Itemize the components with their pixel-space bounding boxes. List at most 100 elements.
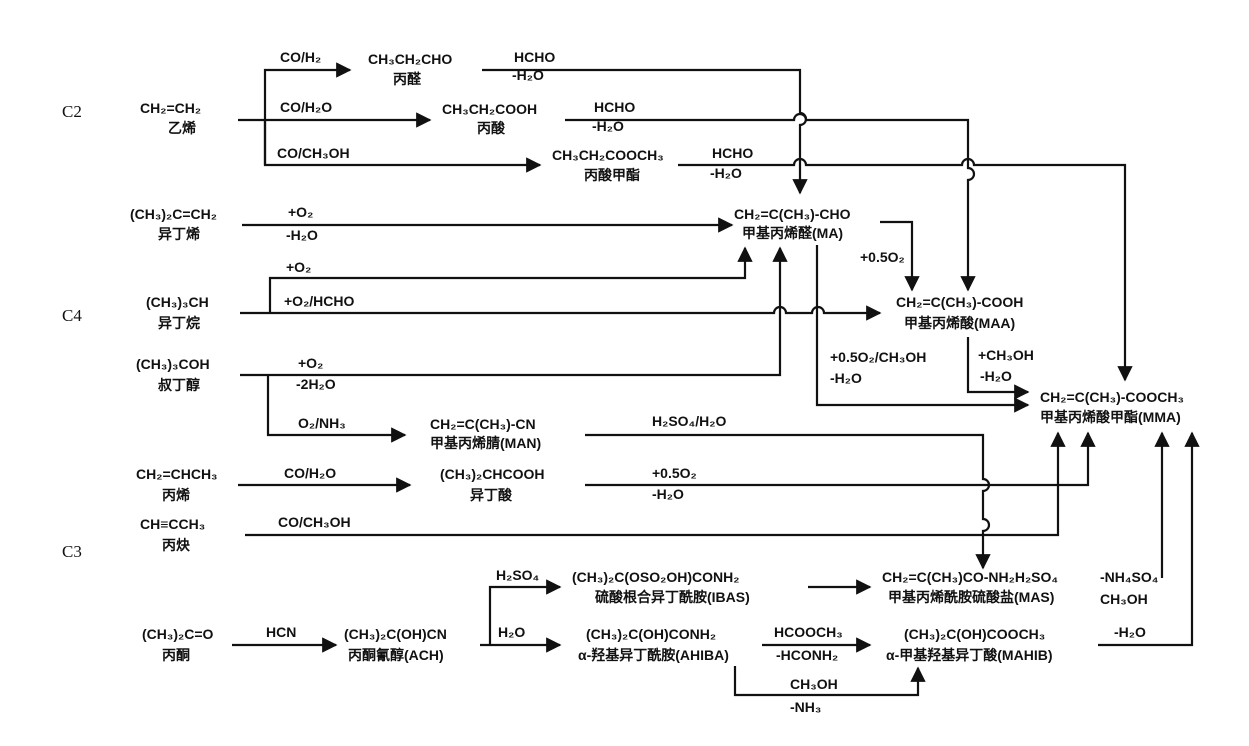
compound-name: 异丁烷 <box>158 315 200 331</box>
compound-propyne: CH≡CCH₃ 丙炔 <box>140 516 205 553</box>
arrows <box>232 62 1200 697</box>
compound-isobutylene: (CH₃)₂C=CH₂ 异丁烯 <box>130 206 217 242</box>
compound-propanal: CH₃CH₂CHO 丙醛 <box>368 51 452 87</box>
compound-formula: CH₂=C(CH₃)-CHO <box>734 206 851 222</box>
condition-label: CO/CH₃OH <box>278 514 351 530</box>
condition-label: +0.5O₂ <box>652 465 697 481</box>
condition-label: CO/H₂ <box>280 49 321 65</box>
arrow-propyne-to-mma <box>245 431 1066 537</box>
compound-name: α-羟基异丁酰胺(AHIBA) <box>578 647 729 663</box>
compound-name: 丙酮 <box>162 647 190 663</box>
arrow-tbutanol-to-man <box>266 375 407 443</box>
condition-label: +O₂/HCHO <box>284 293 355 309</box>
compound-name: 丙酮氰醇(ACH) <box>348 647 444 663</box>
condition-label: CO/CH₃OH <box>277 145 350 161</box>
compound-formula: (CH₃)₂C=CH₂ <box>130 206 217 222</box>
condition-label: +O₂ <box>286 259 311 275</box>
compound-name: 丙酸 <box>477 120 506 136</box>
condition-label: -H₂O <box>286 227 318 243</box>
compound-mma: CH₂=C(CH₃)-COOCH₃ 甲基丙烯酸甲酯(MMA) <box>1040 389 1184 425</box>
group-label-c2: C2 <box>62 102 82 121</box>
condition-label: HCN <box>266 624 296 640</box>
compound-formula: CH₂=CH₂ <box>140 100 201 116</box>
compound-formula: (CH₃)₃COH <box>136 356 210 372</box>
compound-formula: (CH₃)₂C(OSO₂OH)CONH₂ <box>572 569 739 585</box>
compound-isobutane: (CH₃)₃CH 异丁烷 <box>146 294 209 331</box>
condition-label: -NH₄SO₄ <box>1100 569 1158 585</box>
condition-label: -2H₂O <box>296 376 336 392</box>
compound-formula: (CH₃)₂C(OH)CN <box>344 626 447 642</box>
arrow-maa-to-mma <box>966 337 1030 400</box>
compound-formula: CH₂=C(CH₃)-COOH <box>896 294 1023 310</box>
condition-label: +0.5O₂/CH₃OH <box>830 349 926 365</box>
compound-name: 丙烯 <box>162 487 190 503</box>
compound-formula: CH₂=C(CH₃)-COOCH₃ <box>1040 389 1184 405</box>
arrow-methylpropionate-to-mma <box>678 157 1133 382</box>
compound-formula: CH₂=CHCH₃ <box>136 466 218 482</box>
arrow-ethylene-to-methylpropionate <box>263 120 542 173</box>
arrow-isobutane-to-ma <box>268 246 753 313</box>
arrow-isobutane-to-maa <box>240 305 882 321</box>
compound-formula: CH₃CH₂CHO <box>368 51 452 67</box>
compound-name: 乙烯 <box>168 120 196 136</box>
condition-label: HCOOCH₃ <box>774 624 843 640</box>
condition-label: HCHO <box>712 145 753 161</box>
condition-label: -HCONH₂ <box>776 647 838 663</box>
compound-name: 叔丁醇 <box>158 377 200 393</box>
arrow-ach-to-ibas <box>488 579 562 645</box>
compound-name: 甲基丙烯酰胺硫酸盐(MAS) <box>888 589 1054 605</box>
condition-label: HCHO <box>594 99 635 115</box>
arrow-propionic-to-maa <box>565 112 976 292</box>
condition-label: HCHO <box>514 49 555 65</box>
compound-name: α-甲基羟基异丁酸(MAHIB) <box>886 647 1052 663</box>
compound-maa: CH₂=C(CH₃)-COOH 甲基丙烯酸(MAA) <box>896 294 1023 331</box>
compound-formula: (CH₃)₃CH <box>146 294 209 310</box>
condition-label: CH₃OH <box>1100 591 1148 607</box>
compound-name: 甲基丙烯醛(MA) <box>742 225 843 241</box>
compound-man: CH₂=C(CH₃)-CN 甲基丙烯腈(MAN) <box>430 416 541 451</box>
arrow-isobutyric-to-mma <box>585 431 1096 487</box>
compound-acetone: (CH₃)₂C=O 丙酮 <box>142 626 214 663</box>
compound-formula: (CH₃)₂CHCOOH <box>440 466 544 482</box>
compound-ach: (CH₃)₂C(OH)CN 丙酮氰醇(ACH) <box>344 626 447 663</box>
compound-formula: (CH₃)₂C=O <box>142 626 214 642</box>
arrow-man-to-mas <box>585 433 991 570</box>
condition-label: CO/H₂O <box>284 465 336 481</box>
condition-label: -H₂O <box>980 368 1012 384</box>
compound-name: 甲基丙烯酸(MAA) <box>904 315 1015 331</box>
condition-label: +O₂ <box>298 355 323 371</box>
condition-label: H₂SO₄/H₂O <box>652 413 726 429</box>
condition-label: -H₂O <box>652 486 684 502</box>
compound-mahib: (CH₃)₂C(OH)COOCH₃ α-甲基羟基异丁酸(MAHIB) <box>886 626 1052 663</box>
condition-label: +O₂ <box>288 204 313 220</box>
compound-tbutanol: (CH₃)₃COH 叔丁醇 <box>136 356 210 393</box>
compound-name: 丙酸甲酯 <box>584 167 640 183</box>
compound-ethylene: CH₂=CH₂ 乙烯 <box>140 100 201 136</box>
compound-name: 异丁酸 <box>470 487 513 503</box>
compound-formula: (CH₃)₂C(OH)COOCH₃ <box>904 626 1045 642</box>
arrow-tbutanol-to-ma <box>240 246 788 377</box>
compound-formula: CH₃CH₂COOH <box>442 101 537 117</box>
group-label-c4: C4 <box>62 306 82 325</box>
compound-name: 硫酸根合异丁酰胺(IBAS) <box>595 589 750 605</box>
compound-formula: CH≡CCH₃ <box>140 516 205 532</box>
condition-label: H₂SO₄ <box>496 567 539 583</box>
compound-formula: CH₃CH₂COOCH₃ <box>552 147 664 163</box>
compound-name: 甲基丙烯腈(MAN) <box>430 435 541 451</box>
arrow-propanal-to-ma <box>482 68 808 195</box>
condition-label: CH₃OH <box>790 676 838 692</box>
arrow-ma-to-mma <box>815 245 1030 413</box>
arrow-ahiba-to-mahib-loop <box>733 666 926 697</box>
compound-name: 异丁烯 <box>158 226 200 242</box>
compound-ahiba: (CH₃)₂C(OH)CONH₂ α-羟基异丁酰胺(AHIBA) <box>578 626 729 663</box>
compound-formula: (CH₃)₂C(OH)CONH₂ <box>586 626 716 642</box>
condition-label: -H₂O <box>1114 624 1146 640</box>
condition-label: H₂O <box>498 624 525 640</box>
compound-mas: CH₂=C(CH₃)CO-NH₂H₂SO₄ 甲基丙烯酰胺硫酸盐(MAS) <box>882 569 1058 605</box>
compound-ibas: (CH₃)₂C(OSO₂OH)CONH₂ 硫酸根合异丁酰胺(IBAS) <box>572 569 750 605</box>
compound-propionic-acid: CH₃CH₂COOH 丙酸 <box>442 101 537 136</box>
arrow-ma-to-maa <box>880 220 920 292</box>
compound-name: 甲基丙烯酸甲酯(MMA) <box>1040 409 1181 425</box>
